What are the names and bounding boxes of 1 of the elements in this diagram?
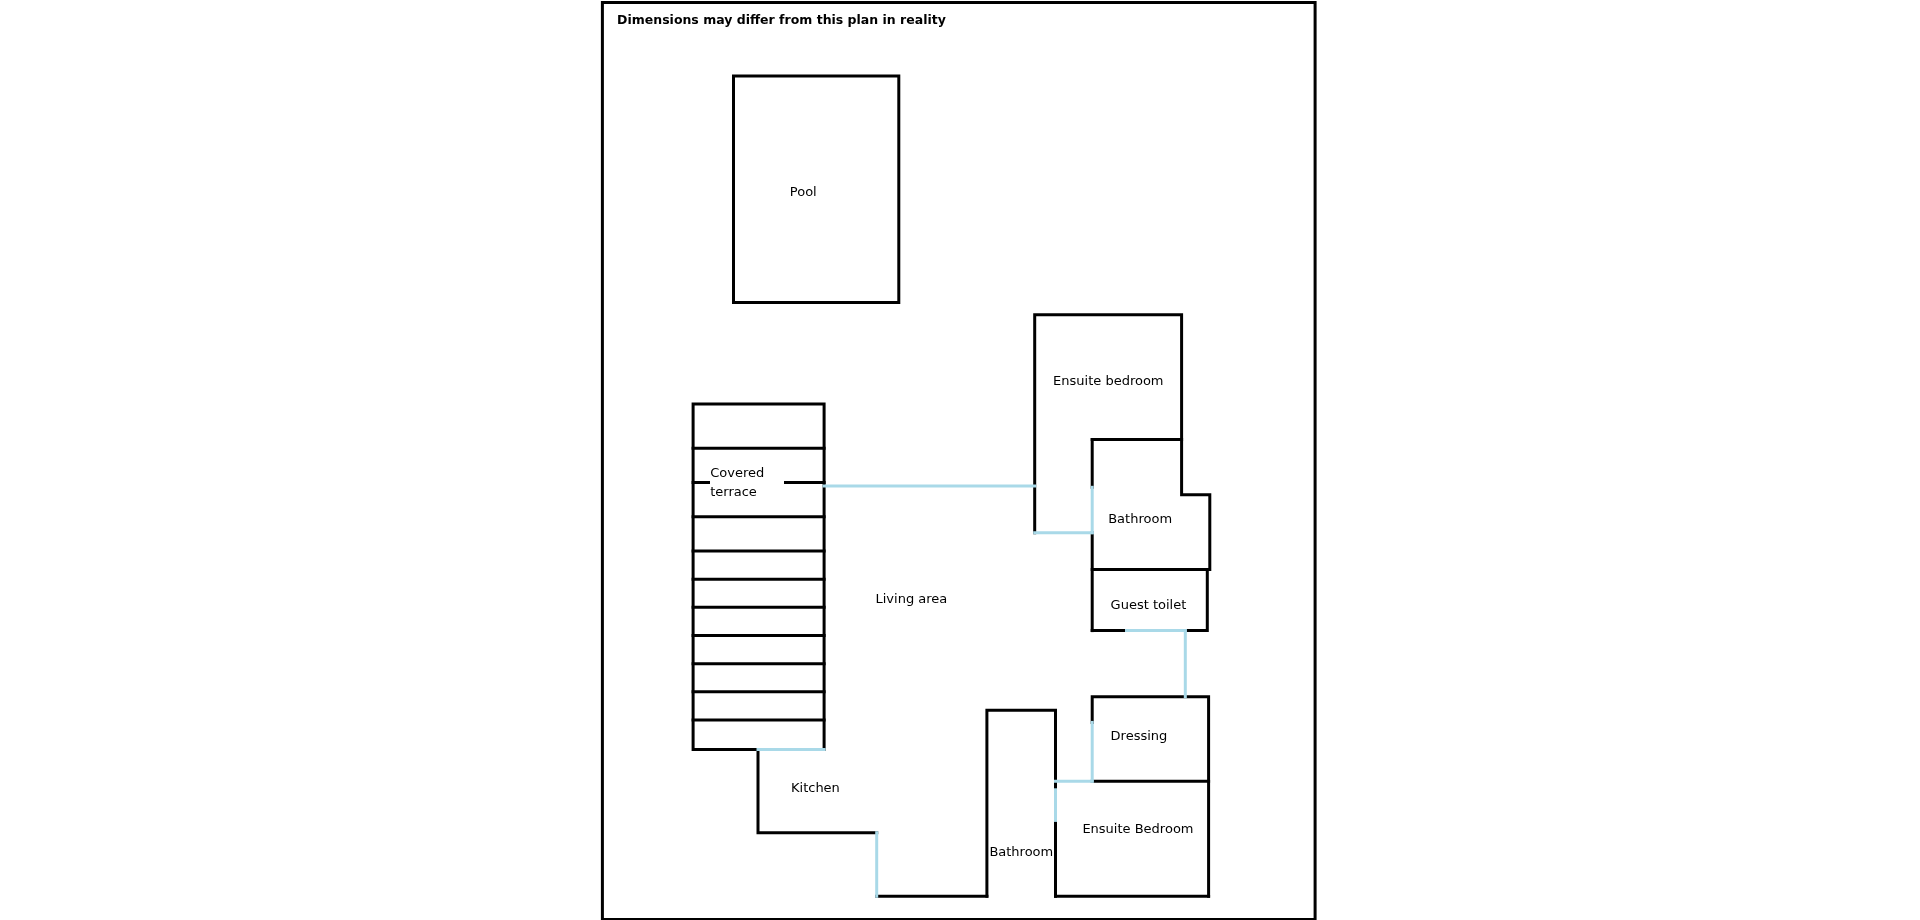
note-text: Dimensions may differ from this plan in reality — [617, 12, 946, 28]
